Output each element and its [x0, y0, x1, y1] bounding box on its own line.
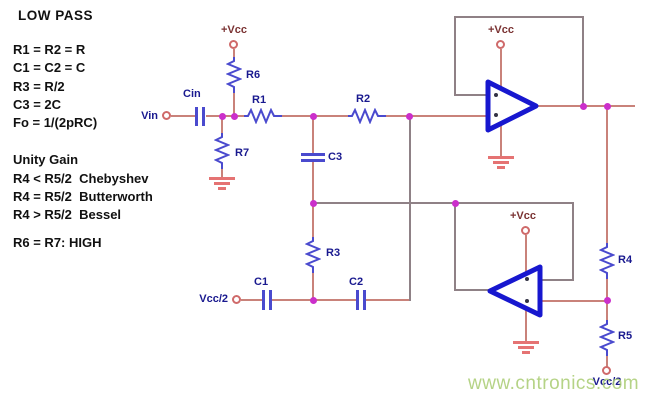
label-c2: C2: [349, 276, 364, 288]
wire-feedback1-left: [454, 16, 456, 96]
terminal-vcchalf-bottom: [602, 366, 611, 375]
label-vcc-opamp2: +Vcc: [510, 210, 536, 222]
wire-feedback2-left: [454, 202, 456, 291]
wire-r5-terminal: [606, 356, 608, 367]
label-vin: Vin: [141, 110, 158, 122]
junction-dot: [310, 297, 317, 304]
opamp-2: [487, 264, 543, 318]
resistor-r6: [226, 57, 242, 93]
wire-feedback2-right: [572, 202, 574, 281]
wire-opamp2-plus: [542, 300, 607, 302]
watermark: www.cntronics.com: [468, 373, 640, 394]
notes-gain-line: R4 > R5/2 Bessel: [13, 207, 122, 222]
wire-cin-node: [206, 115, 246, 117]
label-c3: C3: [328, 151, 343, 163]
label-r6: R6: [246, 69, 261, 81]
resistor-r1: [244, 108, 282, 124]
wire-node-c3: [312, 117, 314, 154]
terminal-vcc-opamp2: [521, 226, 530, 235]
ground-symbol-opamp1: [488, 156, 514, 171]
resistor-r7: [214, 133, 230, 169]
junction-dot: [580, 103, 587, 110]
wire-vin-cin: [171, 115, 195, 117]
wire-feedback1-top: [454, 16, 584, 18]
resistor-r4: [599, 243, 615, 279]
terminal-vcc-r6: [229, 40, 238, 49]
label-r2: R2: [356, 93, 371, 105]
notes-gain-heading: Unity Gain: [13, 152, 79, 167]
resistor-r3: [305, 237, 321, 273]
wire-vcchalf-c1: [241, 299, 263, 301]
opamp2-plus-input-mark: [525, 299, 529, 303]
ground-symbol-opamp2: [513, 341, 539, 356]
wire-vcc-r6: [233, 49, 235, 57]
notes-gain-line: R4 = R5/2 Butterworth: [13, 189, 153, 204]
opamp2-minus-input-mark: [525, 277, 529, 281]
label-vcchalf-bottom: Vcc/2: [592, 376, 622, 388]
opamp1-minus-input-mark: [494, 93, 498, 97]
wire-feedback1-minus: [454, 94, 488, 96]
ground-symbol-r7: [209, 177, 235, 192]
junction-dot: [604, 103, 611, 110]
label-r3: R3: [326, 247, 341, 259]
junction-dot: [310, 113, 317, 120]
label-r7: R7: [235, 147, 250, 159]
junction-dot: [604, 297, 611, 304]
wire-node-r7: [221, 117, 223, 134]
junction-dot: [310, 200, 317, 207]
label-cin: Cin: [183, 88, 201, 100]
label-r4: R4: [618, 254, 633, 266]
wire-c3-feedback2: [313, 202, 574, 204]
wire-feedback2-output: [454, 289, 490, 291]
notes-bias-note: R6 = R7: HIGH: [13, 235, 102, 250]
notes-equation: R3 = R/2: [13, 79, 65, 94]
junction-dot: [406, 113, 413, 120]
opamp-1: [485, 79, 539, 133]
label-vcc-r6: +Vcc: [221, 24, 247, 36]
terminal-vcc-opamp1: [496, 40, 505, 49]
notes-gain-line: R4 < R5/2 Chebyshev: [13, 171, 149, 186]
terminal-vin: [162, 111, 171, 120]
wire-r7-ground: [221, 167, 223, 178]
wire-r2-opamp1: [386, 115, 488, 117]
label-vcc-opamp1: +Vcc: [488, 24, 514, 36]
label-r5: R5: [618, 330, 633, 342]
notes-equation: Fo = 1/(2pRC): [13, 115, 98, 130]
junction-dot: [231, 113, 238, 120]
wire-r6-node: [233, 93, 235, 117]
resistor-r2: [348, 108, 386, 124]
notes-title: LOW PASS: [18, 8, 94, 23]
junction-dot: [452, 200, 459, 207]
wire-node-r3: [312, 204, 314, 238]
opamp1-plus-input-mark: [494, 113, 498, 117]
label-vcchalf-left: Vcc/2: [199, 293, 228, 305]
wire-c2-corner: [366, 299, 411, 301]
notes-equation: R1 = R2 = R: [13, 42, 86, 57]
notes-equation: C3 = 2C: [13, 97, 62, 112]
wire-feedback2-minus: [542, 279, 574, 281]
wire-feedback1-right: [582, 16, 584, 106]
wire-node-bottom-return: [409, 117, 411, 301]
label-r1: R1: [252, 94, 267, 106]
junction-dot: [219, 113, 226, 120]
resistor-r5: [599, 320, 615, 356]
label-c1: C1: [254, 276, 269, 288]
wire-r3-bottom: [312, 270, 314, 301]
wire-c3-node: [312, 162, 314, 204]
notes-equation: C1 = C2 = C: [13, 60, 86, 75]
terminal-vcchalf-left: [232, 295, 241, 304]
wire-output-r4: [606, 106, 608, 243]
